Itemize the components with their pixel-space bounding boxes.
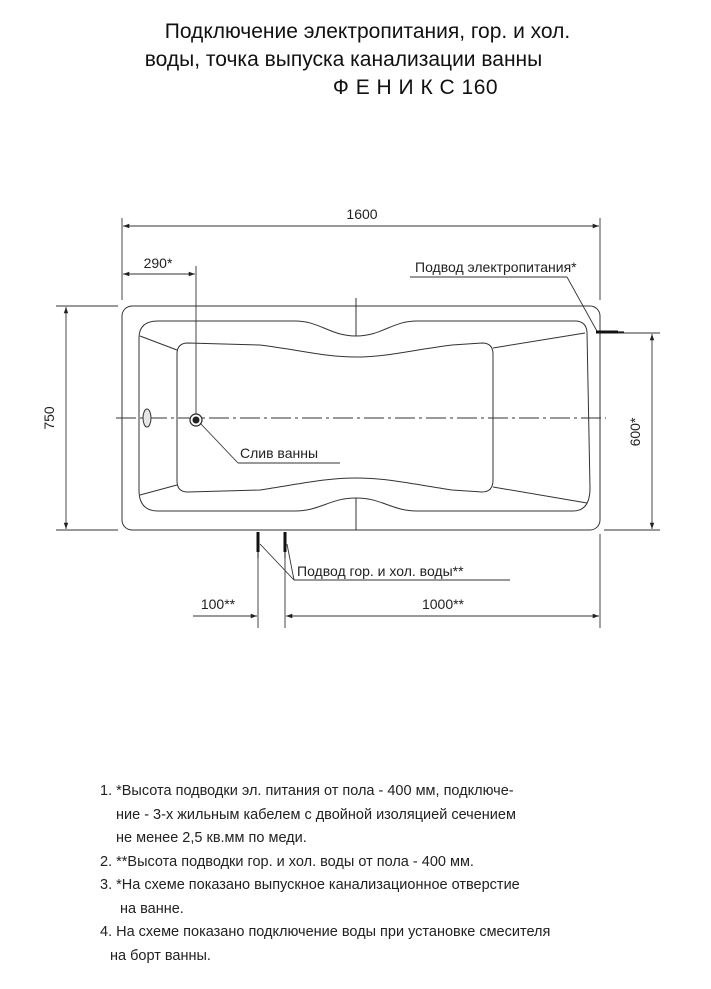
tub-floor bbox=[176, 342, 494, 493]
note-line: на ванне. bbox=[120, 900, 184, 917]
title-line-1: Подключение электропитания, гор. и хол. bbox=[164, 20, 571, 43]
power-label: Подвод электропитания* bbox=[415, 259, 577, 275]
leader-water bbox=[259, 543, 295, 581]
note-line: не менее 2,5 кв.мм по меди. bbox=[116, 830, 307, 846]
tub-edge-line bbox=[492, 332, 586, 349]
leader-drain bbox=[199, 422, 239, 464]
dim-width-label: 750 bbox=[41, 406, 57, 430]
title-line-2: воды, точка выпуска канализации ванны bbox=[144, 48, 543, 71]
dim-water-left-label: 100** bbox=[201, 596, 236, 612]
tub-edge-line bbox=[139, 335, 178, 351]
dim-drain-label: 290* bbox=[144, 255, 173, 271]
title-line-3: Ф Е Н И К С 160 bbox=[332, 76, 499, 99]
leader-power bbox=[566, 276, 599, 334]
note-line: ние - 3-х жильным кабелем с двойной изол… bbox=[116, 806, 516, 823]
water-label: Подвод гор. и хол. воды** bbox=[297, 563, 464, 579]
dim-power-height-label: 600* bbox=[627, 417, 643, 446]
tub-edge-line bbox=[139, 484, 178, 496]
drain-label: Слив ванны bbox=[240, 445, 318, 461]
note-line: 3. *На схеме показано выпускное канализа… bbox=[100, 877, 520, 893]
note-line: 4. На схеме показано подключение воды пр… bbox=[100, 924, 551, 940]
tub-edge-line bbox=[492, 486, 588, 504]
water-connection-icon bbox=[256, 532, 287, 558]
dim-water-right-label: 1000** bbox=[422, 596, 465, 612]
note-line: 2. **Высота подводки гор. и хол. воды от… bbox=[100, 853, 474, 870]
notes-list: 1. *Высота подводки эл. питания от пола … bbox=[100, 780, 550, 968]
note-line: 1. *Высота подводки эл. питания от пола … bbox=[100, 783, 514, 799]
drain-icon bbox=[189, 413, 203, 427]
dim-length-label: 1600 bbox=[346, 206, 377, 222]
diagram-title: Подключение электропитания, гор. и хол. … bbox=[0, 18, 711, 102]
note-line: на борт ванны. bbox=[110, 947, 211, 964]
tub-inner-bowl bbox=[138, 320, 591, 512]
overflow-icon bbox=[142, 408, 152, 428]
